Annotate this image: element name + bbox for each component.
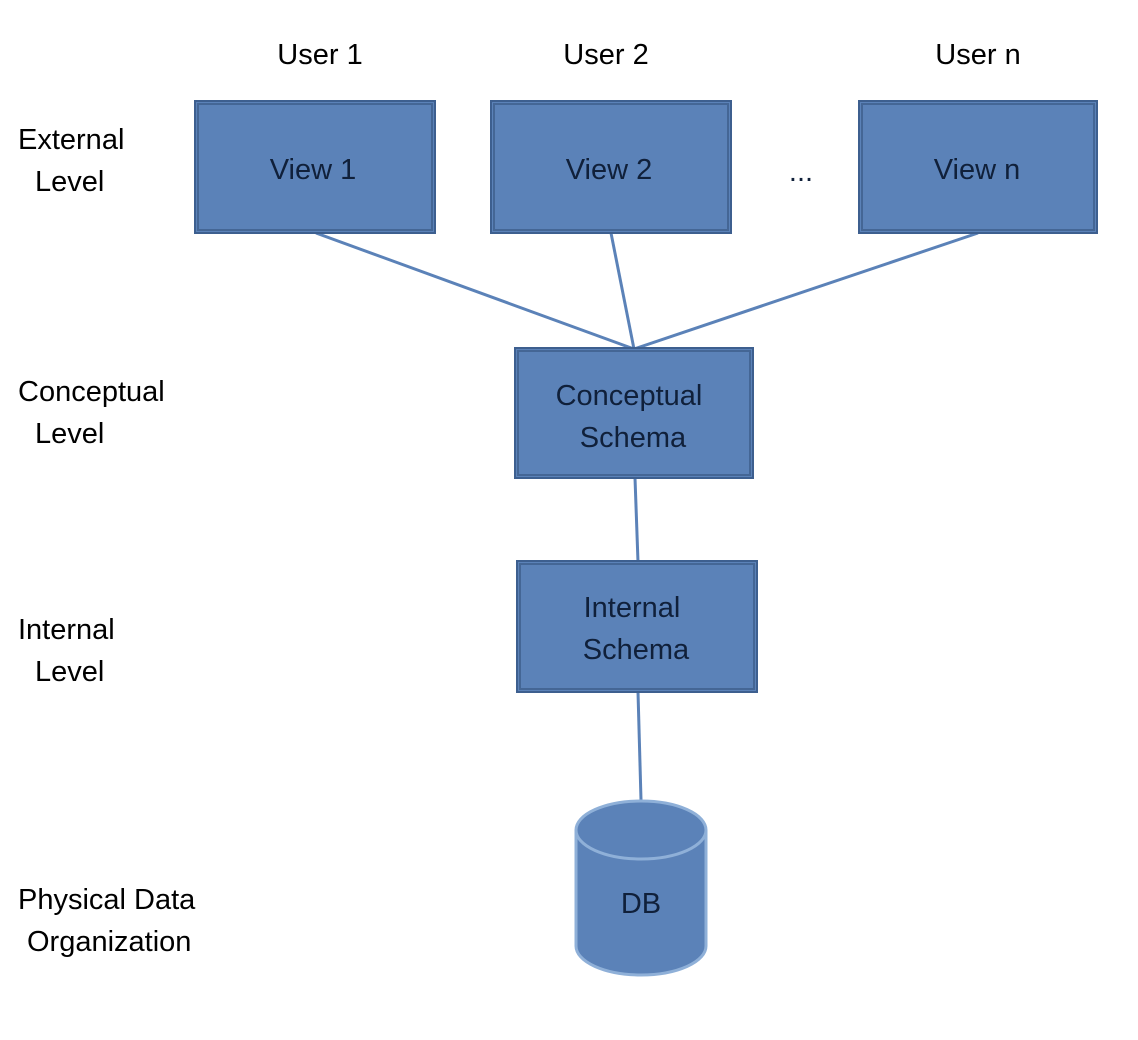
view-1-box: View 1 xyxy=(194,100,436,234)
conceptual-level-label: Conceptual Level xyxy=(18,376,173,450)
user-n-label: User n xyxy=(935,39,1020,71)
conceptual-schema-text: Conceptual Schema xyxy=(556,380,711,454)
internal-schema-box: Internal Schema xyxy=(516,560,758,693)
view-1-text: View 1 xyxy=(270,154,357,186)
conceptual-schema-box: Conceptual Schema xyxy=(514,347,754,479)
connector-conceptual-internal xyxy=(633,477,640,563)
views-ellipsis: ... xyxy=(789,156,813,188)
external-level-label: External Level xyxy=(18,124,132,198)
db-cylinder: DB xyxy=(574,799,708,977)
physical-level-label: Physical Data Organization xyxy=(18,884,203,958)
user-1-label: User 1 xyxy=(277,39,362,71)
internal-schema-text: Internal Schema xyxy=(583,592,690,666)
view-n-box: View n xyxy=(858,100,1098,234)
connector-internal-db xyxy=(636,691,643,801)
view-n-text: View n xyxy=(934,154,1021,186)
connector-viewn-conceptual xyxy=(633,231,979,351)
internal-level-label: Internal Level xyxy=(18,614,123,688)
connector-view1-conceptual xyxy=(315,231,635,351)
view-2-box: View 2 xyxy=(490,100,732,234)
level-labels: External Level Conceptual Level Internal… xyxy=(18,124,203,958)
connector-view2-conceptual xyxy=(609,232,636,350)
user-2-label: User 2 xyxy=(563,39,648,71)
connectors xyxy=(315,231,979,801)
view-2-text: View 2 xyxy=(566,154,653,186)
db-text: DB xyxy=(621,888,661,920)
